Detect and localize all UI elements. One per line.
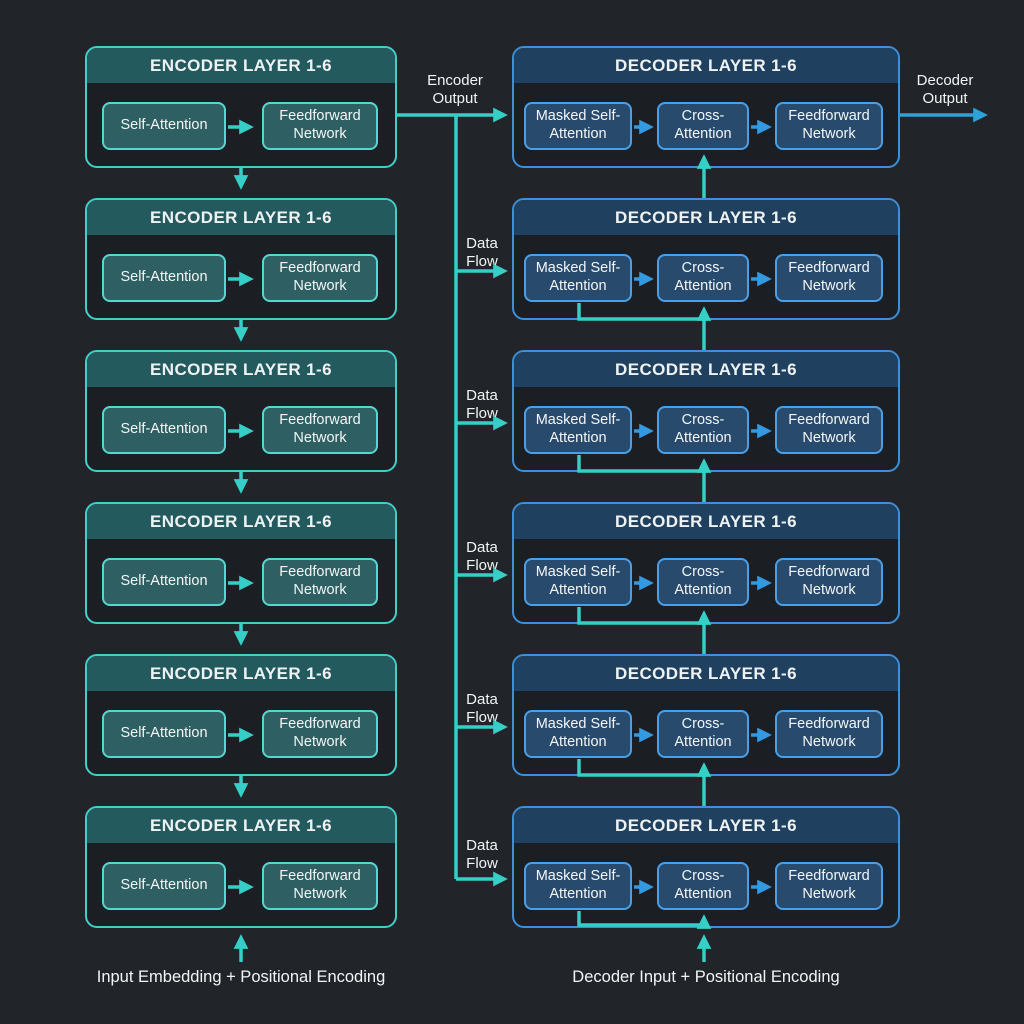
cross-attention-block: Cross-Attention — [657, 862, 749, 910]
self-attention-block: Self-Attention — [102, 254, 226, 302]
encoder-layer-title: ENCODER LAYER 1-6 — [87, 656, 395, 691]
masked-self-attention-block: Masked Self-Attention — [524, 558, 632, 606]
feedforward-network-block: Feedforward Network — [262, 102, 378, 150]
feedforward-network-block: Feedforward Network — [262, 254, 378, 302]
encoder-output-and-data-flow — [397, 107, 508, 887]
encoder-layer: ENCODER LAYER 1-6 Self-Attention Feedfor… — [85, 46, 397, 168]
self-attention-block: Self-Attention — [102, 102, 226, 150]
decoder-output-label: Decoder Output — [916, 72, 974, 107]
encoder-layer-title: ENCODER LAYER 1-6 — [87, 200, 395, 235]
decoder-layer: DECODER LAYER 1-6 Masked Self-Attention … — [512, 46, 900, 168]
feedforward-network-block: Feedforward Network — [775, 862, 883, 910]
encoder-layer-title: ENCODER LAYER 1-6 — [87, 808, 395, 843]
masked-self-attention-block: Masked Self-Attention — [524, 862, 632, 910]
encoder-layer-title: ENCODER LAYER 1-6 — [87, 504, 395, 539]
decoder-layer: DECODER LAYER 1-6 Masked Self-Attention … — [512, 350, 900, 472]
self-attention-block: Self-Attention — [102, 558, 226, 606]
feedforward-network-block: Feedforward Network — [262, 862, 378, 910]
decoder-layer: DECODER LAYER 1-6 Masked Self-Attention … — [512, 806, 900, 928]
self-attention-block: Self-Attention — [102, 406, 226, 454]
decoder-layer: DECODER LAYER 1-6 Masked Self-Attention … — [512, 198, 900, 320]
feedforward-network-block: Feedforward Network — [775, 558, 883, 606]
cross-attention-block: Cross-Attention — [657, 406, 749, 454]
decoder-layer-title: DECODER LAYER 1-6 — [514, 352, 898, 387]
feedforward-network-block: Feedforward Network — [262, 558, 378, 606]
feedforward-network-block: Feedforward Network — [775, 406, 883, 454]
decoder-layer-title: DECODER LAYER 1-6 — [514, 656, 898, 691]
encoder-layer: ENCODER LAYER 1-6 Self-Attention Feedfor… — [85, 502, 397, 624]
feedforward-network-block: Feedforward Network — [775, 710, 883, 758]
data-flow-label: Data Flow — [466, 691, 498, 726]
cross-attention-block: Cross-Attention — [657, 254, 749, 302]
decoder-layer-title: DECODER LAYER 1-6 — [514, 48, 898, 83]
data-flow-label: Data Flow — [466, 837, 498, 872]
encoder-input-label: Input Embedding + Positional Encoding — [96, 968, 386, 986]
feedforward-network-block: Feedforward Network — [262, 406, 378, 454]
encoder-layer: ENCODER LAYER 1-6 Self-Attention Feedfor… — [85, 654, 397, 776]
data-flow-label: Data Flow — [466, 539, 498, 574]
decoder-layer: DECODER LAYER 1-6 Masked Self-Attention … — [512, 502, 900, 624]
decoder-layer-title: DECODER LAYER 1-6 — [514, 504, 898, 539]
masked-self-attention-block: Masked Self-Attention — [524, 102, 632, 150]
masked-self-attention-block: Masked Self-Attention — [524, 254, 632, 302]
self-attention-block: Self-Attention — [102, 862, 226, 910]
feedforward-network-block: Feedforward Network — [775, 102, 883, 150]
encoder-layer-title: ENCODER LAYER 1-6 — [87, 352, 395, 387]
feedforward-network-block: Feedforward Network — [775, 254, 883, 302]
data-flow-label: Data Flow — [466, 387, 498, 422]
encoder-layer: ENCODER LAYER 1-6 Self-Attention Feedfor… — [85, 806, 397, 928]
decoder-layer-title: DECODER LAYER 1-6 — [514, 200, 898, 235]
encoder-output-label: Encoder Output — [427, 72, 483, 107]
cross-attention-block: Cross-Attention — [657, 558, 749, 606]
cross-attention-block: Cross-Attention — [657, 710, 749, 758]
decoder-input-label: Decoder Input + Positional Encoding — [572, 968, 840, 986]
encoder-layer: ENCODER LAYER 1-6 Self-Attention Feedfor… — [85, 198, 397, 320]
self-attention-block: Self-Attention — [102, 710, 226, 758]
data-flow-label: Data Flow — [466, 235, 498, 270]
decoder-layer-title: DECODER LAYER 1-6 — [514, 808, 898, 843]
encoder-layer: ENCODER LAYER 1-6 Self-Attention Feedfor… — [85, 350, 397, 472]
masked-self-attention-block: Masked Self-Attention — [524, 710, 632, 758]
masked-self-attention-block: Masked Self-Attention — [524, 406, 632, 454]
feedforward-network-block: Feedforward Network — [262, 710, 378, 758]
cross-attention-block: Cross-Attention — [657, 102, 749, 150]
decoder-layer: DECODER LAYER 1-6 Masked Self-Attention … — [512, 654, 900, 776]
encoder-layer-title: ENCODER LAYER 1-6 — [87, 48, 395, 83]
